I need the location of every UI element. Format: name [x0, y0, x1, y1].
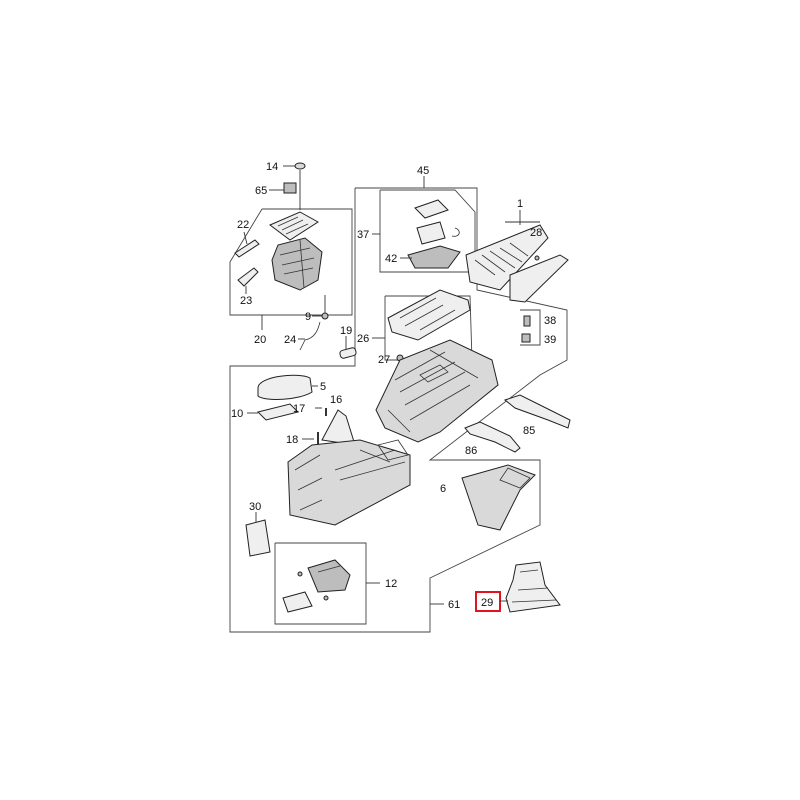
part-12-ashtray	[307, 559, 351, 593]
callout-65: 65	[255, 185, 267, 197]
callout-61: 61	[448, 599, 460, 611]
part-10-mat	[257, 403, 299, 421]
part-6-storage-bin	[461, 464, 536, 531]
part-upper-console-body	[375, 339, 499, 443]
callout-22: 22	[237, 219, 249, 231]
callout-27: 27	[378, 354, 390, 366]
part-5-armrest-lid	[257, 374, 313, 400]
callout-37: 37	[357, 229, 369, 241]
part-22-trim	[234, 239, 260, 258]
part-86-bracket	[464, 421, 521, 453]
group-box-37	[379, 189, 476, 273]
callout-14: 14	[266, 161, 278, 173]
callout-10: 10	[231, 408, 243, 420]
part-42-base	[407, 245, 461, 269]
callout-12: 12	[385, 578, 397, 590]
callout-18: 18	[286, 434, 298, 446]
part-selector-mechanism	[271, 237, 323, 291]
part-26-frame	[387, 289, 471, 341]
callout-23: 23	[240, 295, 252, 307]
callout-45: 45	[417, 165, 429, 177]
callout-6: 6	[440, 483, 446, 495]
part-39-bolt	[521, 333, 531, 343]
callout-26: 26	[357, 333, 369, 345]
part-1-side-panel	[465, 224, 549, 291]
part-19-bezel	[339, 347, 357, 359]
callout-19: 19	[340, 325, 352, 337]
callout-16: 16	[330, 394, 342, 406]
part-38-bolt	[523, 315, 531, 327]
callout-86: 86	[465, 445, 477, 457]
callout-38: 38	[544, 315, 556, 327]
part-lower-console-body	[287, 439, 411, 526]
callout-1: 1	[517, 198, 523, 210]
callout-39: 39	[544, 334, 556, 346]
callout-5: 5	[320, 381, 326, 393]
part-29-gear-boot	[505, 561, 561, 613]
group-box-45	[229, 187, 568, 633]
callout-29-highlight[interactable]	[475, 591, 501, 612]
part-selector-cover	[269, 211, 319, 241]
part-24-cable	[299, 321, 321, 351]
callout-30: 30	[249, 501, 261, 513]
callout-85: 85	[523, 425, 535, 437]
callout-20: 20	[254, 334, 266, 346]
callout-28: 28	[530, 227, 542, 239]
callout-17: 17	[293, 403, 305, 415]
callout-42: 42	[385, 253, 397, 265]
callout-24: 24	[284, 334, 296, 346]
part-30-side-panel	[245, 519, 271, 557]
callout-29[interactable]: 29	[481, 597, 493, 609]
part-85-bracket	[503, 394, 571, 429]
part-14-knob	[294, 162, 306, 170]
group-box-12	[274, 542, 367, 625]
part-12-drawer	[282, 591, 313, 613]
callout-9: 9	[305, 311, 311, 323]
part-37-insert	[416, 221, 446, 245]
part-9-bolt	[321, 312, 329, 320]
part-28-trim	[509, 254, 569, 303]
part-65-switch	[283, 182, 297, 194]
part-23-clip	[237, 267, 259, 287]
part-37-lid	[414, 199, 449, 219]
